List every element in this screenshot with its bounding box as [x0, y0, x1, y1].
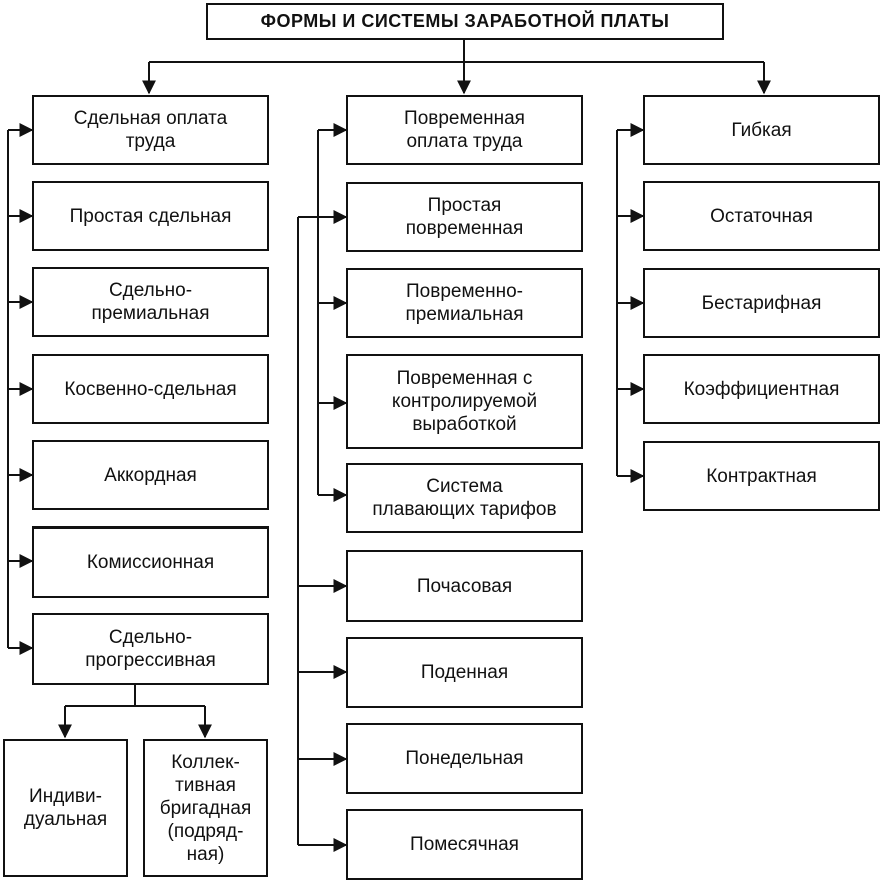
piecework-item-label: Косвенно-сдельная	[64, 378, 237, 400]
piecework-item-label: Аккордная	[104, 464, 197, 486]
piecework-item-lumpsum: Аккордная	[32, 440, 269, 510]
other-item-label: Остаточная	[710, 205, 813, 227]
timebased-item-label: Повременно- премиальная	[405, 281, 524, 325]
other-item-label: Контрактная	[706, 465, 817, 487]
timebased-item-floating-tariffs: Система плавающих тарифов	[346, 463, 583, 533]
piecework-header-box: Сдельная оплата труда	[32, 95, 269, 165]
diagram-title-text: ФОРМЫ И СИСТЕМЫ ЗАРАБОТНОЙ ПЛАТЫ	[260, 11, 670, 31]
timebased-item-controlled-output: Повременная с контролируемой выработкой	[346, 354, 583, 449]
other-item-flexible: Гибкая	[643, 95, 880, 165]
other-item-tariffless: Бестарифная	[643, 268, 880, 338]
piecework-item-bonus: Сдельно- премиальная	[32, 267, 269, 337]
piecework-item-label: Сдельно- премиальная	[91, 280, 210, 324]
other-item-contract: Контрактная	[643, 441, 880, 511]
timebased-item-bonus: Повременно- премиальная	[346, 268, 583, 338]
piecework-item-progressive: Сдельно- прогрессивная	[32, 613, 269, 685]
piecework-header-label: Сдельная оплата труда	[73, 108, 228, 152]
timebased-item-label: Система плавающих тарифов	[372, 476, 557, 520]
other-item-coefficient: Коэффициентная	[643, 354, 880, 424]
diagram-title: ФОРМЫ И СИСТЕМЫ ЗАРАБОТНОЙ ПЛАТЫ	[206, 3, 724, 40]
piecework-item-indirect: Косвенно-сдельная	[32, 354, 269, 424]
timebased-item-monthly: Помесячная	[346, 809, 583, 880]
piecework-item-label: Комиссионная	[86, 552, 215, 573]
other-item-residual: Остаточная	[643, 181, 880, 251]
piecework-item-simple: Простая сдельная	[32, 181, 269, 251]
timebased-item-label: Почасовая	[416, 575, 513, 597]
piecework-item-label: Сдельно- прогрессивная	[85, 627, 216, 671]
timebased-item-label: Помесячная	[410, 834, 519, 855]
other-item-label: Гибкая	[731, 119, 792, 141]
timebased-header-box: Повременная оплата труда	[346, 95, 583, 165]
piecework-subitem-individual: Индиви- дуальная	[3, 739, 128, 877]
timebased-item-label: Повременная с контролируемой выработкой	[391, 368, 538, 435]
other-item-label: Коэффициентная	[683, 378, 840, 400]
piecework-item-label: Простая сдельная	[69, 205, 232, 227]
timebased-item-weekly: Понедельная	[346, 723, 583, 794]
piecework-subitem-collective: Коллек- тивная бригадная (подряд- ная)	[143, 739, 268, 877]
other-item-label: Бестарифная	[701, 292, 822, 314]
timebased-item-label: Простая повременная	[405, 195, 524, 239]
piecework-subitem-label: Индиви- дуальная	[23, 786, 108, 830]
timebased-item-hourly: Почасовая	[346, 550, 583, 622]
timebased-item-daily: Поденная	[346, 637, 583, 708]
piecework-item-commission: Комиссионная	[32, 526, 269, 598]
timebased-header-label: Повременная оплата труда	[404, 108, 525, 152]
timebased-item-label: Поденная	[420, 662, 509, 683]
timebased-item-simple: Простая повременная	[346, 182, 583, 252]
timebased-item-label: Понедельная	[405, 748, 524, 769]
piecework-subitem-label: Коллек- тивная бригадная (подряд- ная)	[159, 751, 252, 865]
